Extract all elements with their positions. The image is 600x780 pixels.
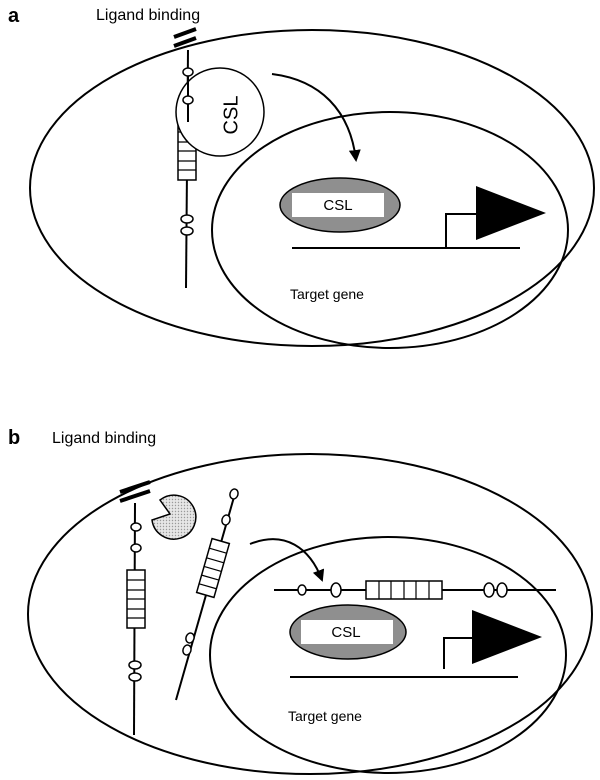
panel-b-ligand-caption: Ligand binding bbox=[52, 430, 156, 447]
panel-b-gene-label: Target gene bbox=[288, 708, 362, 724]
panel-b-nuclear-csl-label: CSL bbox=[331, 624, 360, 641]
panel-a-receptor-bead bbox=[182, 67, 194, 77]
panel-b-ligand bbox=[119, 480, 151, 503]
panel-b-nucleus bbox=[209, 536, 567, 774]
panel-b-letter: b bbox=[8, 427, 20, 449]
panel-a-receptor-bead bbox=[180, 226, 194, 236]
panel-a-transcription-triangle bbox=[476, 186, 546, 240]
panel-b-fragment-bead bbox=[229, 488, 239, 500]
panel-b-cleaved-fragment bbox=[175, 488, 239, 701]
panel-a-nuclear-csl-box bbox=[292, 193, 384, 217]
panel-b-cell-membrane bbox=[27, 453, 593, 775]
panel-b-fragment-bead bbox=[221, 514, 231, 526]
panel-a: a Ligand binding bbox=[8, 5, 595, 349]
panel-a-translocation-arrow bbox=[271, 73, 361, 162]
panel-b-nuclear-nicd bbox=[274, 580, 556, 600]
panel-b-protease-pacman bbox=[151, 494, 197, 540]
panel-b-receptor-bead bbox=[130, 522, 142, 532]
panel-b-nuclear-csl-box bbox=[301, 620, 393, 644]
panel-a-ligand-caption: Ligand binding bbox=[96, 7, 200, 24]
panel-b-promoter-arrow bbox=[443, 637, 472, 669]
panel-b-receptor-bead bbox=[130, 543, 142, 553]
panel-a-nucleus bbox=[211, 111, 569, 349]
panel-a-letter: a bbox=[8, 5, 20, 27]
panel-b-fragment-repeats bbox=[195, 537, 231, 599]
panel-b-receptor-bead bbox=[128, 672, 142, 682]
panel-b-receptor-bead bbox=[128, 660, 142, 670]
panel-a-ligand bbox=[173, 27, 197, 48]
panel-b-transcription-triangle bbox=[472, 610, 542, 664]
panel-a-receptor-bead bbox=[180, 214, 194, 224]
panel-a-cytoplasm-csl-circle bbox=[175, 67, 265, 157]
panel-a-promoter-arrow bbox=[445, 213, 476, 248]
panel-a-cytoplasm-csl-label: CSL bbox=[220, 96, 242, 135]
panel-a-cell-membrane bbox=[29, 29, 595, 347]
panel-b-fragment-bead bbox=[185, 632, 195, 644]
panel-b-receptor-stub bbox=[126, 502, 146, 736]
panel-b: b Ligand binding bbox=[8, 427, 593, 775]
panel-a-nuclear-csl-label: CSL bbox=[323, 197, 352, 214]
panel-a-gene-label: Target gene bbox=[290, 286, 364, 302]
panel-b-translocation-arrow bbox=[249, 538, 325, 582]
panel-b-fragment-bead bbox=[182, 644, 192, 656]
